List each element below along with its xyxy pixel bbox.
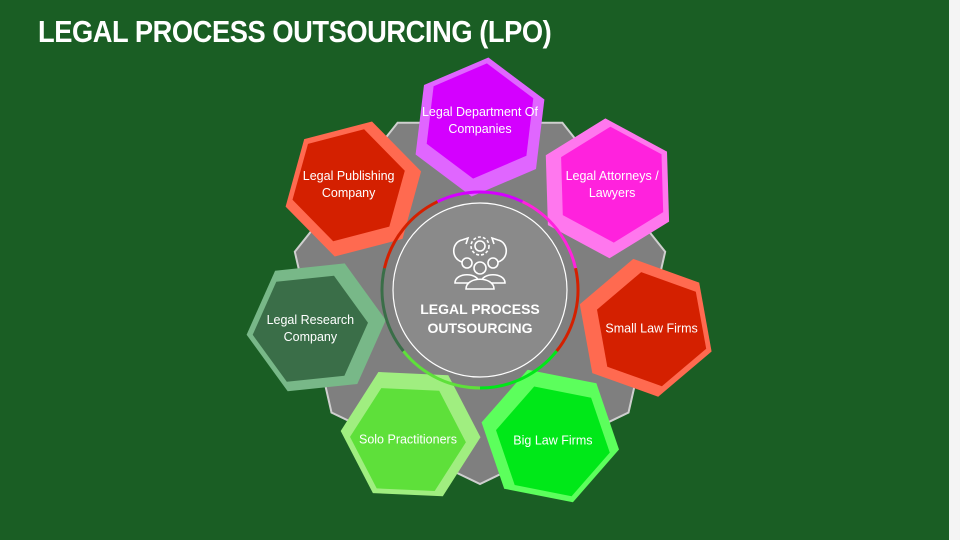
label-legal-department-of-companies: Legal Department Of Companies (421, 105, 539, 136)
ring-arc-legal-publishing-company (382, 200, 439, 269)
ring-arc-legal-department-of-companies (436, 190, 524, 204)
slide-edge (949, 0, 960, 540)
label-small-law-firms: Small Law Firms (605, 321, 698, 336)
hexagon-inner (496, 386, 610, 497)
hexagon-inner (292, 129, 405, 242)
label-legal-research-company: Legal Research Company (266, 312, 355, 344)
label-legal-publishing-company: Legal Publishing Company (302, 169, 395, 201)
hexagon-big-law-firms[interactable] (481, 369, 619, 503)
ring-arc-legal-research-company (380, 267, 405, 353)
ring-arc-small-law-firms (555, 267, 580, 353)
label-solo-practitioners: Solo Practitioners (358, 432, 457, 447)
label-big-law-firms: Big Law Firms (513, 433, 593, 448)
hexagon-inner (350, 388, 466, 491)
hexagon-legal-department-of-companies[interactable] (415, 57, 545, 197)
hexagon-solo-practitioners[interactable] (340, 372, 481, 497)
hexagon-legal-research-company[interactable] (246, 263, 386, 392)
hexagon-small-law-firms[interactable] (579, 258, 712, 397)
center-title: LEGAL PROCESS OUTSOURCING (400, 300, 560, 338)
hexagon-legal-publishing-company[interactable] (285, 121, 422, 257)
hexagon-inner (252, 275, 368, 382)
label-legal-attorneys-lawyers: Legal Attorneys / Lawyers (565, 168, 659, 200)
center-circle (392, 202, 568, 378)
team-gear-icon (452, 236, 508, 290)
page-title: LEGAL PROCESS OUTSOURCING (LPO) (38, 14, 552, 49)
hexagon-inner (597, 272, 707, 387)
hexagon-inner (426, 63, 534, 179)
center-title-line2: OUTSOURCING (427, 320, 533, 336)
ring-arc-solo-practitioners (402, 350, 481, 390)
hexagon-inner (561, 126, 664, 243)
ring-arc-big-law-firms (479, 350, 558, 390)
center-title-line1: LEGAL PROCESS (420, 301, 540, 317)
hexagon-legal-attorneys-lawyers[interactable] (545, 118, 670, 259)
ring-arc-legal-attorneys-lawyers (521, 200, 578, 269)
